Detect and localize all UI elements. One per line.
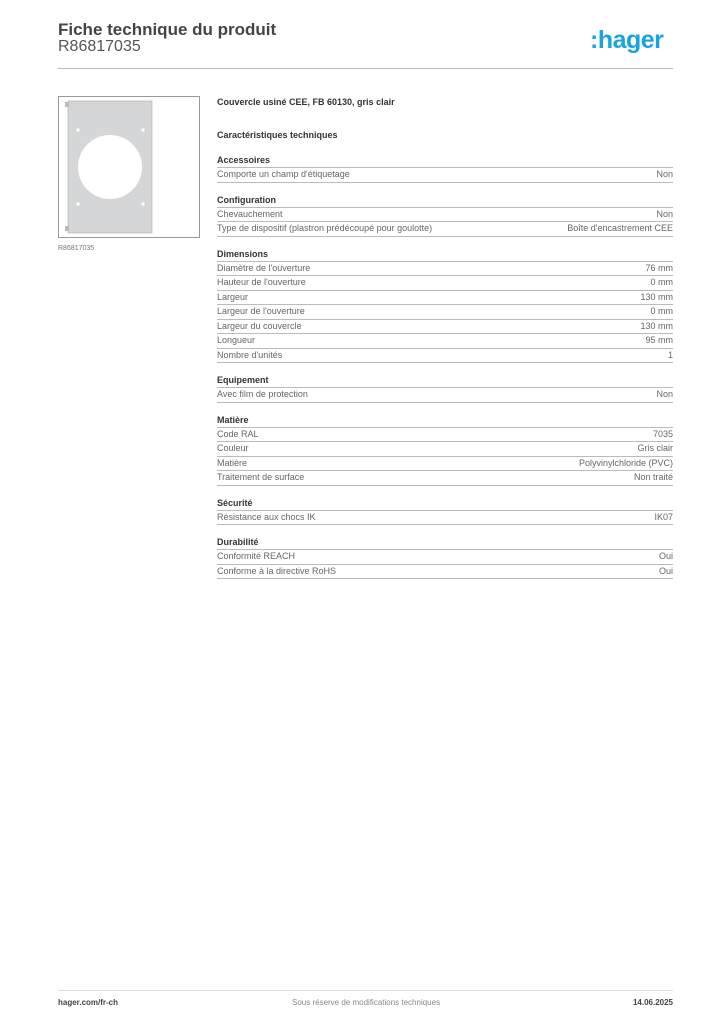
spec-value: 7035 bbox=[652, 428, 673, 439]
spec-row: Résistance aux chocs IK IK07 bbox=[217, 511, 673, 525]
product-image bbox=[58, 96, 200, 238]
section-title: Dimensions bbox=[217, 247, 673, 262]
spec-label: Nombre d'unités bbox=[217, 349, 283, 360]
spec-value: Non bbox=[656, 208, 673, 219]
spec-row: Hauteur de l'ouverture 0 mm bbox=[217, 276, 673, 291]
spec-value: 0 mm bbox=[650, 277, 674, 287]
footer-divider bbox=[58, 990, 673, 991]
footer-date: 14.06.2025 bbox=[632, 998, 673, 1007]
spec-value: Non traité bbox=[633, 472, 673, 482]
header-divider bbox=[58, 68, 673, 69]
spec-label: Hauteur de l'ouverture bbox=[217, 277, 306, 287]
spec-value: Polyvinylchloride (PVC) bbox=[578, 457, 673, 468]
spec-row: Avec film de protection Non bbox=[217, 388, 673, 403]
characteristics-title: Caractéristiques techniques bbox=[217, 130, 338, 140]
product-description: Couvercle usiné CEE, FB 60130, gris clai… bbox=[217, 97, 395, 107]
spec-label: Largeur bbox=[217, 291, 249, 302]
section-title: Accessoires bbox=[217, 153, 673, 168]
spec-row: Traitement de surface Non traité bbox=[217, 471, 673, 486]
spec-value: 1 bbox=[667, 349, 673, 360]
spec-value: 95 mm bbox=[645, 335, 673, 345]
footer-website[interactable]: hager.com/fr-ch bbox=[58, 998, 119, 1007]
spec-value: Boîte d'encastrement CEE bbox=[567, 223, 673, 233]
spec-row: Comporte un champ d'étiquetage Non bbox=[217, 168, 673, 183]
spec-row: Diamètre de l'ouverture 76 mm bbox=[217, 262, 673, 276]
product-reference: R86817035 bbox=[58, 38, 141, 55]
spec-value: IK07 bbox=[654, 511, 673, 522]
spec-label: Conformité REACH bbox=[217, 551, 296, 561]
spec-value: 76 mm bbox=[645, 262, 673, 273]
spec-label: Traitement de surface bbox=[217, 472, 305, 482]
footer-notice: Sous réserve de modifications techniques bbox=[292, 998, 441, 1007]
spec-value: Oui bbox=[658, 565, 673, 576]
spec-value: 0 mm bbox=[650, 306, 674, 316]
spec-value: Non bbox=[656, 389, 673, 399]
spec-row: Largeur 130 mm bbox=[217, 291, 673, 305]
spec-value: Non bbox=[656, 169, 673, 179]
spec-value: Oui bbox=[658, 551, 673, 561]
spec-row: Largeur du couvercle 130 mm bbox=[217, 320, 673, 334]
spec-row: Largeur de l'ouverture 0 mm bbox=[217, 305, 673, 320]
spec-row: Code RAL 7035 bbox=[217, 428, 673, 442]
hager-logo: :hager bbox=[590, 26, 664, 54]
spec-label: Comporte un champ d'étiquetage bbox=[217, 169, 350, 179]
section-title: Configuration bbox=[217, 193, 673, 208]
section-title: Equipement bbox=[217, 373, 673, 388]
spec-label: Largeur de l'ouverture bbox=[217, 306, 305, 316]
spec-value: 130 mm bbox=[640, 291, 673, 302]
spec-label: Code RAL bbox=[217, 428, 259, 439]
spec-row: Conformité REACH Oui bbox=[217, 550, 673, 565]
spec-label: Chevauchement bbox=[217, 208, 283, 219]
spec-row: Longueur 95 mm bbox=[217, 334, 673, 349]
spec-label: Couleur bbox=[217, 443, 249, 453]
section-title: Matière bbox=[217, 413, 673, 428]
spec-label: Type de dispositif (plastron prédécoupé … bbox=[217, 223, 433, 233]
spec-label: Conforme à la directive RoHS bbox=[217, 565, 337, 576]
spec-value: Gris clair bbox=[637, 443, 674, 453]
spec-label: Avec film de protection bbox=[217, 389, 308, 399]
spec-label: Longueur bbox=[217, 335, 256, 345]
spec-label: Résistance aux chocs IK bbox=[217, 511, 316, 522]
spec-row: Conforme à la directive RoHS Oui bbox=[217, 565, 673, 579]
spec-row: Matière Polyvinylchloride (PVC) bbox=[217, 457, 673, 471]
spec-row: Nombre d'unités 1 bbox=[217, 349, 673, 363]
spec-row: Type de dispositif (plastron prédécoupé … bbox=[217, 222, 673, 237]
section-title: Durabilité bbox=[217, 535, 673, 550]
spec-row: Couleur Gris clair bbox=[217, 442, 673, 457]
spec-row: Chevauchement Non bbox=[217, 208, 673, 222]
section-title: Sécurité bbox=[217, 496, 673, 511]
spec-label: Largeur du couvercle bbox=[217, 320, 302, 331]
image-caption: R86817035 bbox=[58, 245, 95, 252]
specifications: Couvercle usiné CEE, FB 60130, gris clai… bbox=[217, 95, 673, 579]
spec-value: 130 mm bbox=[640, 320, 673, 331]
page-title: Fiche technique du produit bbox=[58, 20, 277, 39]
spec-label: Matière bbox=[217, 457, 248, 468]
spec-label: Diamètre de l'ouverture bbox=[217, 262, 311, 273]
